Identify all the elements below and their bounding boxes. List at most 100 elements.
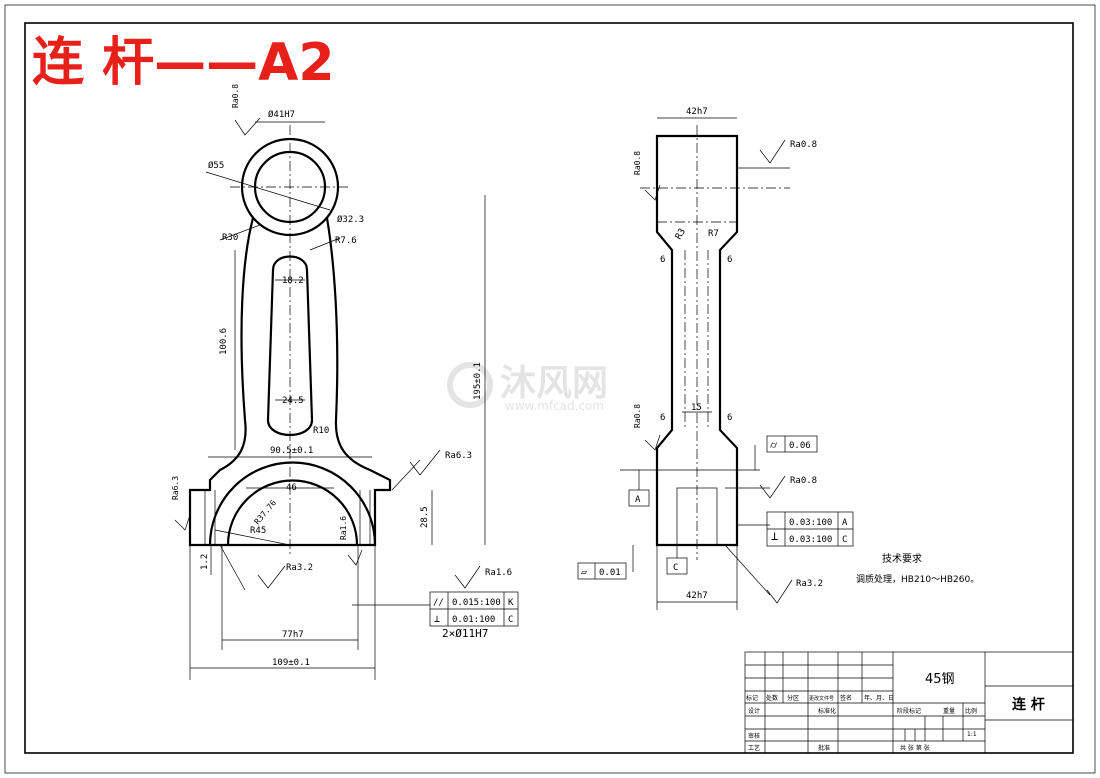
tb-header-5: 签名	[840, 694, 852, 702]
tolerance-cylindricity: ⌭ 0.06	[766, 435, 818, 453]
leader-line	[391, 459, 421, 491]
dim-6b: 6	[727, 255, 732, 265]
svg-text:A: A	[842, 518, 848, 528]
dim-6a: 6	[660, 255, 665, 265]
notes-heading: 技术要求	[882, 552, 922, 565]
roughness-symbol	[454, 565, 481, 589]
dim-r45: R45	[250, 526, 266, 536]
tb-scale: 1:1	[967, 731, 977, 738]
svg-text:0.06: 0.06	[789, 441, 811, 451]
roughness-symbol	[409, 449, 441, 476]
tb-part-name: 连 杆	[1012, 696, 1045, 713]
tol-row2-sym: ⊥	[434, 614, 440, 625]
tol-row2-ref: C	[508, 615, 513, 625]
side-view: 42h7 R3 R7 6 6 6 6 15 42h7 Ra0.8 Ra0.8 R…	[577, 107, 854, 610]
dim-w90-5: 90.5±0.1	[270, 446, 313, 456]
datum-a: A	[628, 470, 650, 507]
dim-6d: 6	[727, 413, 732, 423]
tb-stage: 阶段标记	[897, 707, 921, 715]
leader-line	[205, 171, 331, 211]
tb-header-4: 更改文件号	[809, 695, 834, 702]
dim-6c: 6	[660, 413, 665, 423]
roughness-ra6-3-right: Ra6.3	[445, 451, 472, 461]
cap-arc-outer	[208, 461, 377, 546]
dim-w18-2: 18.2	[282, 276, 304, 286]
roughness-symbol	[759, 139, 786, 164]
notes-line1: 调质处理，HB210～HB260。	[856, 573, 979, 585]
roughness-ra3-2: Ra3.2	[286, 563, 313, 573]
dim-r37: R37.76	[253, 498, 279, 526]
dim-r30: R30	[222, 233, 238, 243]
dim-w46: 46	[286, 483, 297, 493]
dim-r7: R7	[708, 229, 719, 239]
roughness-ra1-6: Ra1.6	[485, 568, 512, 578]
dim-holes: 2×Ø11H7	[442, 627, 488, 640]
tol-row1-ref: K	[508, 598, 514, 608]
tb-weight: 重量	[943, 707, 955, 715]
svg-text:⊥: ⊥	[771, 529, 778, 543]
dim-h195: 195±0.1	[473, 362, 483, 400]
outer-border	[4, 4, 1096, 774]
roughness-symbol	[234, 117, 261, 136]
leader-line	[219, 544, 246, 591]
watermark-logo-icon	[447, 362, 493, 408]
roughness-ra0-8-left: Ra0.8	[633, 151, 642, 175]
tb-standard: 标准化	[818, 707, 836, 715]
dim-w15: 15	[691, 403, 702, 413]
tol-row1-val: 0.015:100	[452, 598, 501, 608]
cap-arc-inner	[226, 479, 359, 546]
tb-approve: 批准	[818, 744, 830, 752]
shank-slot	[266, 255, 314, 437]
dim-h28-5: 28.5	[420, 506, 430, 528]
roughness-symbol	[174, 514, 191, 531]
watermark-brand: 沐风网	[500, 363, 608, 404]
watermark: 沐风网 www.mfcad.com	[447, 362, 608, 413]
leader-line	[309, 237, 341, 251]
dim-h100-6: 100.6	[219, 328, 229, 355]
roughness-symbol	[766, 579, 793, 604]
svg-text:▱: ▱	[581, 567, 587, 578]
drawing-title: 连 杆——A2	[32, 33, 335, 93]
svg-text:0.01: 0.01	[599, 568, 621, 578]
svg-text:A: A	[635, 495, 641, 505]
roughness-symbol	[759, 475, 786, 499]
svg-text:0.03:100: 0.03:100	[789, 535, 832, 545]
tb-header-6: 年、月、日	[864, 694, 894, 702]
tol-row2-val: 0.01:100	[452, 615, 495, 625]
roughness-symbol	[644, 184, 661, 201]
svg-text:C: C	[842, 535, 847, 545]
tb-header-1: 标记	[746, 694, 758, 702]
svg-text:C: C	[673, 563, 678, 573]
leader-line	[214, 529, 291, 546]
roughness-ra6-3-left: Ra6.3	[171, 476, 180, 500]
tol-row1-sym: //	[433, 598, 444, 608]
tolerance-flatness: ▱ 0.01	[577, 562, 627, 580]
roughness-ra0-8-right: Ra0.8	[790, 140, 817, 150]
tolerance-perpendicularity: ⊥ 0.03:100 A 0.03:100 C	[766, 511, 854, 547]
watermark-url: www.mfcad.com	[505, 399, 604, 413]
front-view: Ø41H7 Ø55 Ø32.3 R30 R7.6 18.2 100.6 24.5…	[171, 84, 519, 680]
roughness-symbol	[257, 565, 286, 589]
tb-header-3: 分区	[787, 694, 799, 702]
tb-sheet: 共 张 第 张	[900, 744, 930, 752]
dim-w109: 109±0.1	[272, 658, 310, 668]
title-block	[744, 651, 1074, 754]
inner-border	[24, 22, 1074, 754]
shank-outline	[188, 217, 392, 547]
roughness-ra0-8: Ra0.8	[231, 84, 240, 108]
roughness-ra3-2: Ra3.2	[796, 579, 823, 589]
dim-r10: R10	[313, 426, 329, 436]
tb-header-2: 处数	[766, 694, 778, 702]
svg-text:⌭: ⌭	[770, 440, 778, 451]
datum-c: C	[666, 545, 688, 575]
dim-w24-5: 24.5	[282, 396, 304, 406]
tb-material: 45钢	[925, 672, 955, 687]
dim-bore-small: Ø32.3	[337, 214, 364, 225]
leader-line	[219, 224, 261, 241]
roughness-ra1-6-side: Ra1.6	[339, 516, 348, 540]
roughness-ra0-8-mid: Ra0.8	[633, 404, 642, 428]
leader-line	[724, 544, 771, 596]
dim-r3: R3	[674, 227, 688, 241]
dim-w77: 77h7	[282, 630, 304, 640]
